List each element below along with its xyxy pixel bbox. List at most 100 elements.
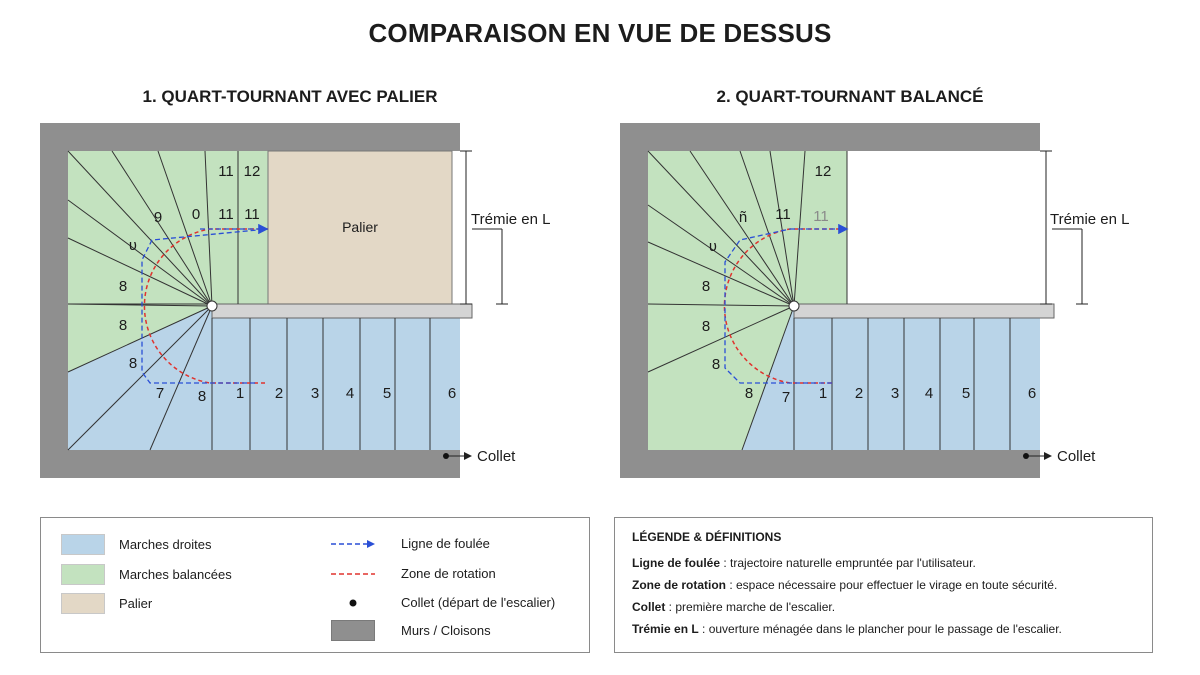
plan1-rotation-zone	[143, 228, 268, 384]
red-dashed-line-icon	[331, 563, 375, 584]
definition-term: Ligne de foulée	[632, 556, 721, 570]
definitions-title: LÉGENDE & DÉFINITIONS	[632, 530, 782, 544]
plan1-step-label: 12	[244, 163, 261, 180]
plan2-step-label: 8	[745, 385, 753, 402]
plan1: Trémie en L Palier Collet 1 2 3 4 5 6 7 …	[40, 123, 550, 478]
plan1-winder-lines	[67, 150, 239, 451]
plan2-step-lines	[793, 318, 1011, 450]
legend-label: Collet (départ de l'escalier)	[401, 595, 556, 610]
swatch-wall-icon	[331, 620, 375, 641]
plan1-title: 1. QUART-TOURNANT AVEC PALIER	[142, 87, 438, 106]
legend-item-collet: Collet (départ de l'escalier)	[331, 592, 555, 613]
plan2-step-label: 12	[815, 163, 832, 180]
plan2-step-numbers: 1 2 3 4 5 6 7 8 8 8 8 ʋ ñ 11 11 12	[702, 163, 1036, 406]
plan2-step-label: ʋ	[709, 238, 717, 255]
plan2-step-label: 7	[782, 389, 790, 406]
plan1-step-label: 8	[198, 388, 206, 405]
definition-term: Trémie en L	[632, 622, 699, 636]
legend-item-winder: Marches balancées	[61, 564, 232, 585]
plan1-step-label: 11	[218, 206, 234, 223]
definition-text: : trajectoire naturelle empruntée par l'…	[720, 556, 976, 570]
plan2-step-label: 1	[819, 385, 827, 402]
plan1-step-label: 8	[119, 317, 127, 334]
plan1-step-label: 7	[156, 385, 164, 402]
plan1-step-label: 11	[218, 163, 234, 180]
definition-item: Ligne de foulée : trajectoire naturelle …	[632, 556, 1135, 570]
definition-item: Trémie en L : ouverture ménagée dans le …	[632, 622, 1135, 636]
plan2-step-label: 8	[712, 356, 720, 373]
plan1-step-lines	[211, 318, 431, 450]
definition-item: Collet : première marche de l'escalier.	[632, 600, 1135, 614]
dot-icon	[331, 592, 375, 613]
plan1-tremie-label: Trémie en L	[471, 211, 550, 228]
plan2-stride-line	[724, 228, 832, 384]
plan1-step-label: 9	[154, 209, 162, 226]
legend-item-rotation: Zone de rotation	[331, 563, 496, 584]
definition-term: Collet	[632, 600, 666, 614]
plan1-step-label: 6	[448, 385, 456, 402]
plan2-step-label: 5	[962, 385, 970, 402]
legend-label: Ligne de foulée	[401, 536, 490, 551]
plan2-step-label: 8	[702, 318, 710, 335]
definition-text: : espace nécessaire pour effectuer le vi…	[726, 578, 1058, 592]
plan1-landing-label: Palier	[342, 219, 378, 235]
plan1-step-label: 4	[346, 385, 354, 402]
plan2-step-label: 8	[702, 278, 710, 295]
plan2-title: 2. QUART-TOURNANT BALANCÉ	[716, 87, 984, 106]
plan1-step-label: ʋ	[129, 237, 137, 254]
plan1-step-label: 11	[244, 206, 260, 223]
plan2-pivot-icon	[788, 300, 800, 312]
plan2-step-label: 2	[855, 385, 863, 402]
plan2-step-label: 11	[813, 208, 829, 225]
legend-item-straight: Marches droites	[61, 534, 211, 555]
plan1-tremie-dimension	[460, 150, 508, 305]
legend-item-wall: Murs / Cloisons	[331, 620, 491, 641]
plan2-step-label: 11	[775, 206, 791, 223]
legend-label: Marches droites	[119, 537, 212, 552]
plan1-step-label: 3	[311, 385, 319, 402]
legend-item-landing: Palier	[61, 593, 152, 614]
plan1-step-label: 2	[275, 385, 283, 402]
legend-label: Marches balancées	[119, 567, 232, 582]
legend: Marches droites Marches balancées Palier…	[40, 517, 590, 653]
plan1-collet-dot-icon	[443, 453, 449, 459]
plan2-straight-flight	[794, 318, 1040, 450]
plan2-collet-dot-icon	[1023, 453, 1029, 459]
swatch-straight-icon	[61, 534, 105, 555]
plan2-step-label: 4	[925, 385, 933, 402]
plan1-step-label: 0	[192, 206, 200, 223]
plan2-tremie-label: Trémie en L	[1050, 211, 1129, 228]
plan1-step-label: 8	[129, 355, 137, 372]
plan2-step-label: ñ	[739, 209, 747, 226]
plan1-straight-flight	[212, 318, 460, 450]
dashed-arrow-icon	[331, 533, 375, 554]
page-title: COMPARAISON EN VUE DE DESSUS	[368, 18, 832, 48]
plan1-edge-strip	[211, 303, 473, 319]
definition-text: : ouverture ménagée dans le plancher pou…	[698, 622, 1062, 636]
legend-label: Murs / Cloisons	[401, 623, 491, 638]
plan1-step-label: 5	[383, 385, 391, 402]
legend-item-stride: Ligne de foulée	[331, 533, 490, 554]
definition-item: Zone de rotation : espace nécessaire pou…	[632, 578, 1135, 592]
plan2-collet-label: Collet	[1057, 448, 1096, 465]
legend-label: Palier	[119, 596, 153, 611]
definition-term: Zone de rotation	[632, 578, 726, 592]
plan2-edge-strip	[793, 303, 1055, 319]
plan2-winder-area	[648, 151, 847, 450]
plan2-tremie-dimension	[1040, 150, 1088, 305]
plan2-step-label: 3	[891, 385, 899, 402]
plan1-collet-label: Collet	[477, 448, 516, 465]
plan1-stride-line	[141, 228, 269, 384]
legend-label: Zone de rotation	[401, 566, 496, 581]
plan2-step-label: 6	[1028, 385, 1036, 402]
swatch-winder-icon	[61, 564, 105, 585]
plan1-step-numbers: 1 2 3 4 5 6 7 8 8 8 8 ʋ 9 0 11 11 12 11	[119, 163, 456, 405]
swatch-landing-icon	[61, 593, 105, 614]
plan2-rotation-zone	[723, 228, 847, 384]
definitions-panel: LÉGENDE & DÉFINITIONS Ligne de foulée : …	[614, 517, 1153, 653]
plan1-landing	[267, 150, 453, 305]
plan1-pivot-icon	[206, 300, 218, 312]
plan2: Trémie en L Collet 1 2 3 4 5 6 7 8 8 8 8…	[620, 123, 1129, 478]
plan1-step-label: 1	[236, 385, 244, 402]
